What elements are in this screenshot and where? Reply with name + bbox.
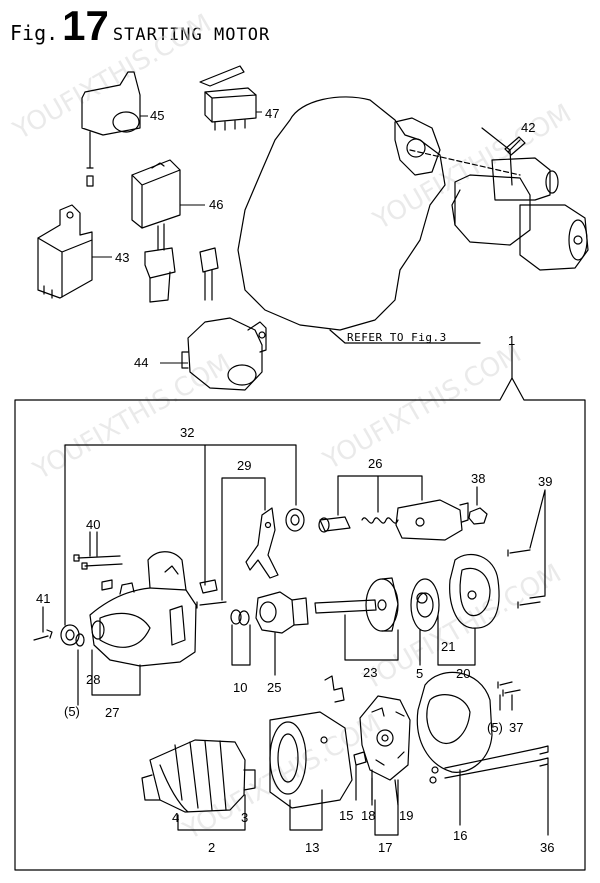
part-38-nut bbox=[468, 486, 488, 525]
part-25-pinion bbox=[255, 591, 309, 676]
fig-prefix: Fig. bbox=[10, 21, 59, 45]
callout-23: 23 bbox=[363, 665, 377, 680]
callout-5-right: (5) bbox=[487, 720, 503, 735]
watermark-text-2: YOUFIXTHIS.COM bbox=[368, 99, 577, 237]
callout-28: 28 bbox=[86, 672, 100, 687]
fig-number: 17 bbox=[62, 2, 109, 49]
callout-5-left: (5) bbox=[64, 704, 80, 719]
part-20-cover bbox=[437, 553, 500, 666]
callout-1: 1 bbox=[508, 333, 515, 348]
part-40-bolts bbox=[73, 554, 123, 591]
part-15-brush bbox=[324, 675, 367, 801]
callout-5-mid: 5 bbox=[416, 666, 423, 681]
callout-18-19-leader bbox=[371, 777, 399, 806]
part-26-magnetic-switch bbox=[318, 499, 469, 541]
callout-25: 25 bbox=[267, 680, 281, 695]
part-23-gear-shaft bbox=[314, 577, 399, 661]
callout-20: 20 bbox=[456, 666, 470, 681]
callout-27-leader bbox=[91, 649, 141, 696]
part-drive-housing bbox=[89, 551, 197, 667]
part-16-rear-cover bbox=[416, 671, 493, 826]
part-47-relay bbox=[199, 65, 257, 131]
exploded-view-frame bbox=[14, 377, 586, 871]
callout-37: 37 bbox=[509, 720, 523, 735]
part-42-bolt bbox=[481, 127, 526, 186]
callout-26: 26 bbox=[368, 456, 382, 471]
part-37-screws bbox=[497, 681, 521, 711]
watermark-text-4: YOUFIXTHIS.COM bbox=[318, 339, 527, 477]
part-17-brush-holder bbox=[359, 695, 411, 836]
part-41-screw bbox=[33, 629, 53, 641]
callout-29: 29 bbox=[237, 458, 251, 473]
callout-44: 44 bbox=[134, 355, 148, 370]
callout-40-leader bbox=[89, 531, 98, 557]
watermark-text-1: YOUFIXTHIS.COM bbox=[8, 9, 217, 147]
callout-32-leader bbox=[64, 444, 297, 626]
callout-18: 18 bbox=[361, 808, 375, 823]
callout-3: 3 bbox=[241, 810, 248, 825]
callout-15: 15 bbox=[339, 808, 353, 823]
callout-29-leader bbox=[221, 477, 266, 601]
part-1-starting-motor bbox=[451, 157, 589, 271]
callout-16: 16 bbox=[453, 828, 467, 843]
callout-21: 21 bbox=[441, 639, 455, 654]
engine-housing-outline bbox=[237, 96, 521, 344]
callout-19: 19 bbox=[399, 808, 413, 823]
callout-47: 47 bbox=[265, 106, 279, 121]
callout-17: 17 bbox=[378, 840, 392, 855]
callout-32: 32 bbox=[180, 425, 194, 440]
callout-42: 42 bbox=[521, 120, 535, 135]
callout-43: 43 bbox=[115, 250, 129, 265]
callout-45: 45 bbox=[150, 108, 164, 123]
part-43-relay bbox=[37, 204, 93, 299]
callout-10: 10 bbox=[233, 680, 247, 695]
part-13-yoke bbox=[269, 711, 353, 831]
part-39-screws bbox=[507, 549, 546, 609]
part-28-bushing bbox=[60, 624, 80, 646]
part-2-armature bbox=[141, 739, 256, 831]
callout-27: 27 bbox=[105, 705, 119, 720]
callout-13: 13 bbox=[305, 840, 319, 855]
callout-36: 36 bbox=[540, 840, 554, 855]
part-46-controller bbox=[131, 159, 181, 303]
callout-38: 38 bbox=[471, 471, 485, 486]
reference-note: REFER TO Fig.3 bbox=[347, 331, 447, 344]
callout-2: 2 bbox=[208, 840, 215, 855]
callout-46: 46 bbox=[209, 197, 223, 212]
part-45-relay bbox=[81, 71, 141, 187]
callout-39: 39 bbox=[538, 474, 552, 489]
callout-40: 40 bbox=[86, 517, 100, 532]
part-32-clip bbox=[196, 579, 227, 609]
callout-4: 4 bbox=[172, 810, 179, 825]
part-29-shift-lever bbox=[245, 507, 279, 579]
part-10-rings bbox=[230, 609, 251, 666]
callout-26-leader bbox=[337, 475, 423, 516]
part-21-bearing bbox=[410, 578, 440, 666]
part-32-washer bbox=[285, 508, 305, 532]
part-5-washer bbox=[75, 633, 85, 647]
callout-39-leader bbox=[529, 489, 546, 596]
figure-title: STARTING MOTOR bbox=[112, 25, 271, 45]
part-44-switch bbox=[181, 247, 267, 391]
callout-41: 41 bbox=[36, 591, 50, 606]
part-36-through-bolts bbox=[429, 745, 549, 836]
